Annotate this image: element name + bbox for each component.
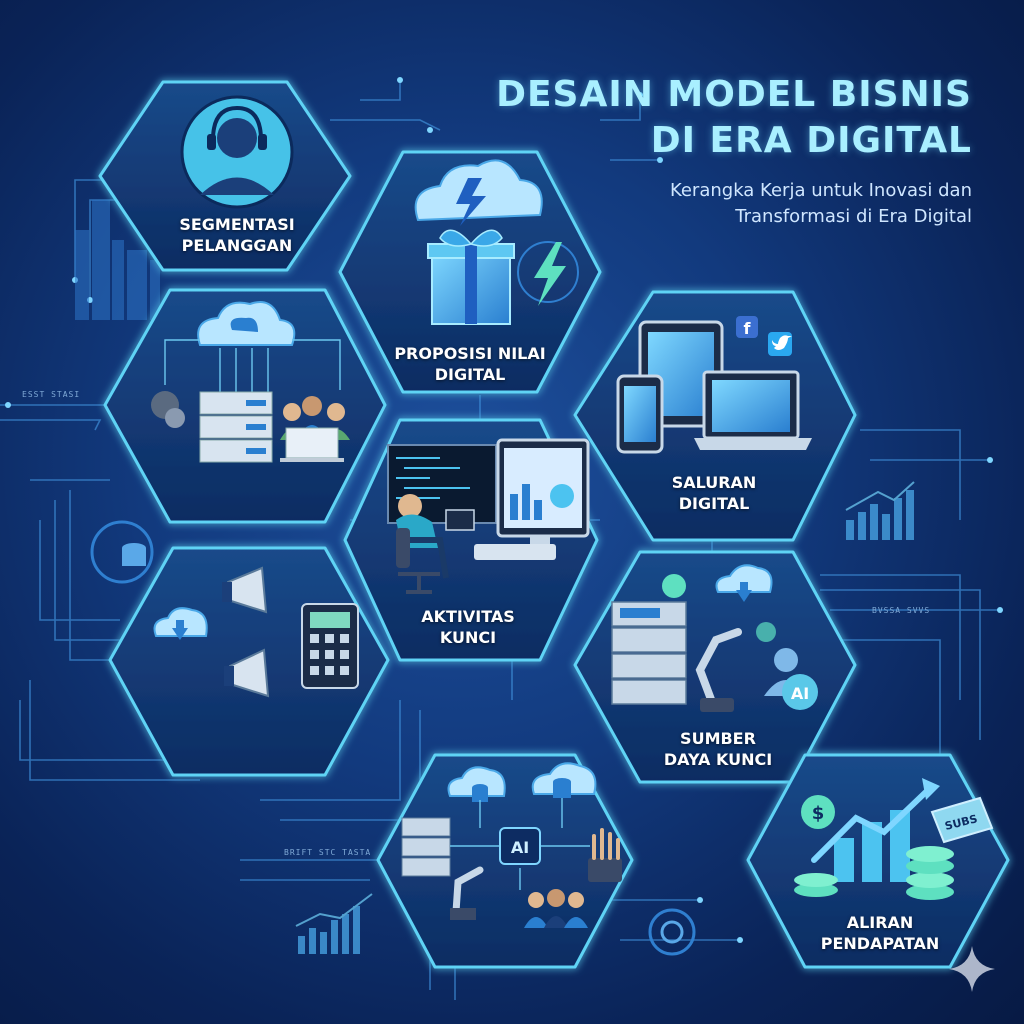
page-title: DESAIN MODEL BISNIS DI ERA DIGITAL bbox=[412, 72, 972, 164]
decor-code-bottom: BRIFT STC TASTA bbox=[284, 848, 372, 857]
saluran-line-2: DIGITAL bbox=[678, 494, 750, 513]
calculator-keys bbox=[310, 634, 349, 675]
ai-avatar-label: AI bbox=[791, 684, 809, 703]
label-proposisi-nilai: PROPOSISI NILAI DIGITAL bbox=[360, 343, 580, 385]
revenue-growth-icon: $ bbox=[794, 778, 954, 900]
aktivitas-line-1: AKTIVITAS bbox=[421, 607, 515, 626]
devices-icon bbox=[616, 320, 812, 454]
circuit-traces bbox=[0, 80, 1000, 1000]
title-line-2: DI ERA DIGITAL bbox=[650, 120, 972, 161]
technology-network-icon bbox=[401, 762, 622, 928]
title-line-1: DESAIN MODEL BISNIS bbox=[496, 74, 972, 115]
svg-text:$: $ bbox=[812, 803, 825, 824]
customer-support-icon bbox=[180, 95, 294, 209]
city-skyline bbox=[75, 200, 160, 320]
ai-avatar-icon: AI bbox=[782, 674, 818, 710]
label-aliran-pendapatan: ALIRAN PENDAPATAN bbox=[770, 912, 990, 954]
page-subtitle: Kerangka Kerja untuk Inovasi dan Transfo… bbox=[552, 178, 972, 230]
bg-bar-chart-right bbox=[845, 481, 915, 540]
ai-chip-label: AI bbox=[511, 838, 529, 857]
cloud-server-network-icon bbox=[151, 301, 350, 463]
aliran-line-1: ALIRAN bbox=[846, 913, 914, 932]
decor-code-right: BVSSA SVVS bbox=[872, 606, 931, 615]
sparkle-icon bbox=[949, 946, 995, 992]
cloud-gift-icon bbox=[414, 159, 543, 325]
subs-tag-icon: SUBS bbox=[930, 796, 994, 844]
saluran-line-1: SALURAN bbox=[671, 473, 757, 492]
segmentasi-line-1: SEGMENTASI bbox=[179, 215, 295, 234]
twitter-icon bbox=[768, 332, 792, 356]
segmentasi-line-2: PELANGGAN bbox=[181, 236, 293, 255]
subtitle-line-2: Transformasi di Era Digital bbox=[735, 206, 972, 227]
label-sumber-daya-kunci: SUMBER DAYA KUNCI bbox=[608, 728, 828, 770]
sumber-line-2: DAYA KUNCI bbox=[663, 750, 773, 769]
label-segmentasi-pelanggan: SEGMENTASI PELANGGAN bbox=[127, 214, 347, 256]
proposisi-line-1: PROPOSISI NILAI bbox=[394, 344, 546, 363]
bg-target-disc bbox=[648, 908, 696, 956]
decor-code-left: ESST STASI bbox=[22, 390, 81, 399]
sumber-line-1: SUMBER bbox=[680, 729, 756, 748]
bg-database-disc bbox=[90, 520, 154, 584]
label-saluran-digital: SALURAN DIGITAL bbox=[604, 472, 824, 514]
aliran-line-2: PENDAPATAN bbox=[820, 934, 940, 953]
aktivitas-line-2: KUNCI bbox=[439, 628, 497, 647]
ai-chip-icon: AI bbox=[499, 827, 541, 865]
lightning-icon bbox=[517, 241, 579, 306]
proposisi-line-2: DIGITAL bbox=[434, 365, 506, 384]
svg-text:f: f bbox=[744, 319, 752, 338]
developer-workstation-icon bbox=[387, 438, 590, 594]
subtitle-line-1: Kerangka Kerja untuk Inovasi dan bbox=[669, 180, 972, 201]
bg-bar-chart-left bbox=[295, 893, 373, 954]
label-aktivitas-kunci: AKTIVITAS KUNCI bbox=[358, 606, 578, 648]
facebook-icon: f bbox=[736, 316, 758, 338]
